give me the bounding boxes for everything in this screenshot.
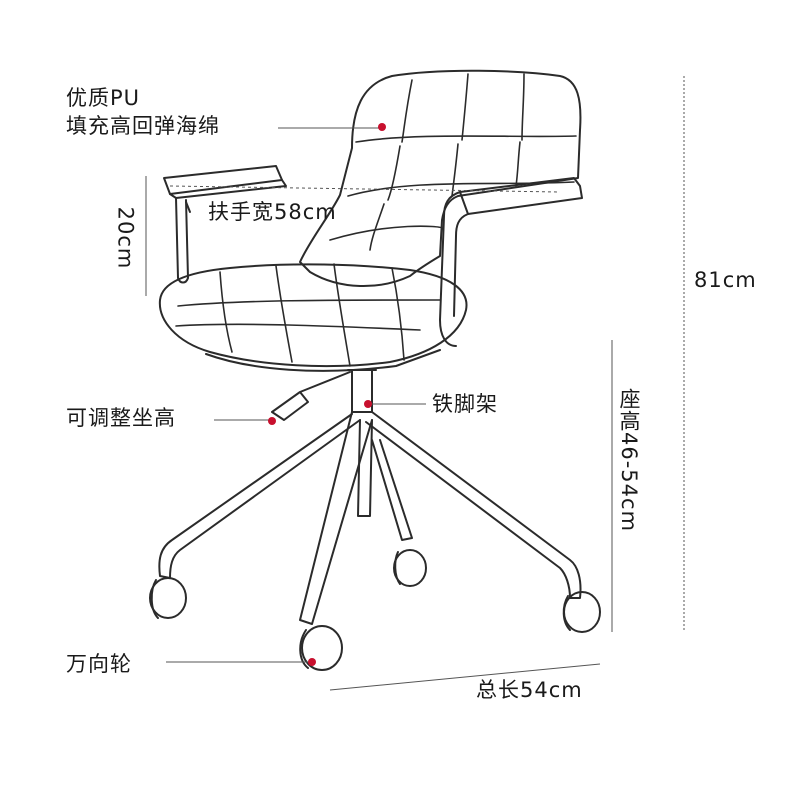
total-length-label: 总长54cm — [476, 678, 583, 702]
base-leg-back — [357, 419, 373, 517]
base-leg-front — [299, 411, 373, 625]
iron-base-label: 铁脚架 — [432, 392, 498, 416]
backrest-outline — [299, 69, 582, 288]
caster-left — [149, 577, 187, 619]
base-leg-right — [365, 411, 582, 599]
adjustable-height-label: 可调整坐高 — [66, 406, 176, 430]
seat-height-label: 座高46-54cm — [617, 388, 641, 533]
right-armrest — [459, 177, 583, 215]
caster-back-right — [393, 549, 427, 587]
gas-lift — [351, 369, 373, 413]
caster-front — [301, 625, 343, 671]
adjust-lever — [271, 371, 351, 421]
cushion-label-line1: 优质PU — [66, 86, 141, 110]
seat-cushion — [158, 263, 468, 368]
base-leg-back-right — [371, 439, 413, 541]
armrest-width-dim-line — [169, 185, 561, 193]
base-leg-left — [158, 413, 361, 579]
total-height-label: 81cm — [694, 268, 757, 292]
left-armrest — [163, 165, 283, 195]
caster-marker — [308, 658, 316, 666]
cushion-marker — [378, 123, 386, 131]
adjust-marker — [268, 417, 276, 425]
casters-label: 万向轮 — [66, 652, 132, 676]
caster-right — [563, 591, 601, 633]
iron-base-marker — [364, 400, 372, 408]
armrest-height-label: 20cm — [113, 206, 138, 270]
total-length-dim-line — [329, 663, 601, 691]
cushion-label-line2: 填充高回弹海绵 — [66, 114, 220, 138]
armrest-width-label: 扶手宽58cm — [208, 200, 337, 224]
